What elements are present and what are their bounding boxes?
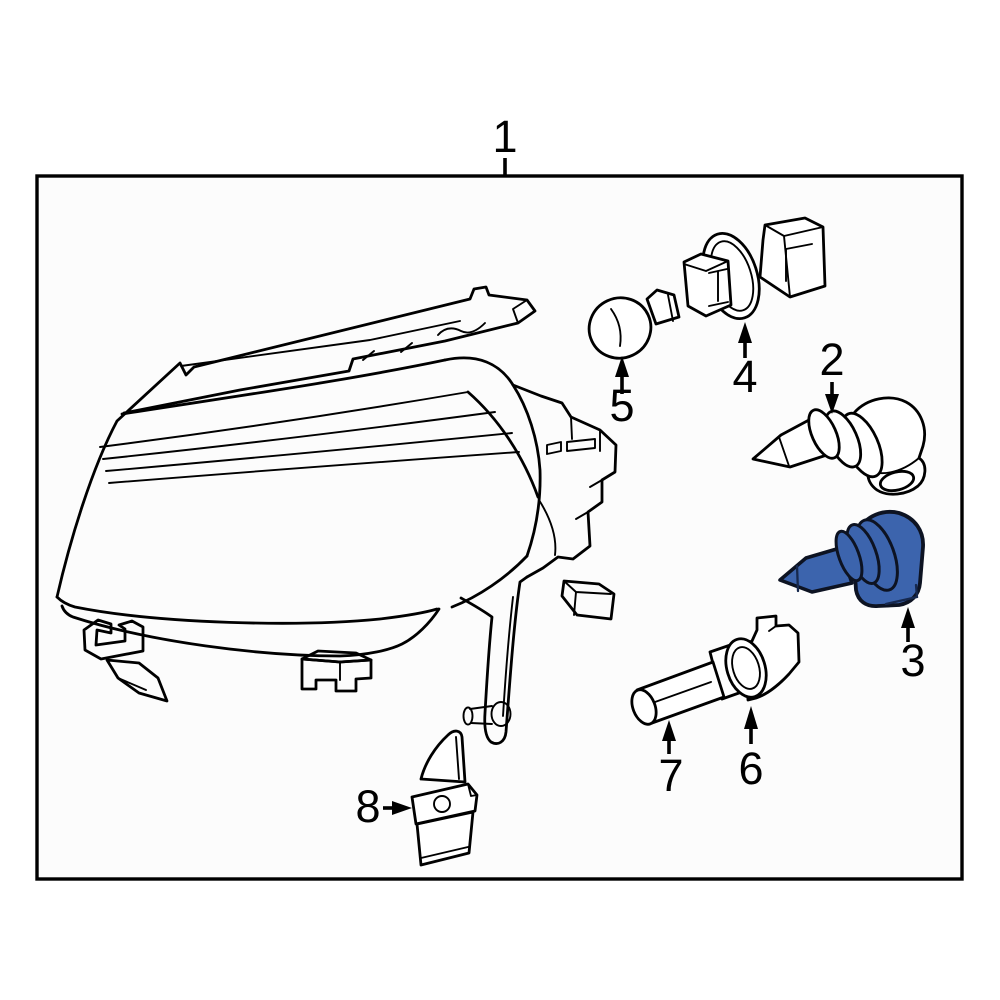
callout-3-label[interactable]: 3 xyxy=(900,635,925,686)
callout-6-arrowhead xyxy=(744,706,758,729)
bulb7-end-face xyxy=(630,688,658,726)
headlamp-trim-arc-2 xyxy=(102,411,496,460)
callout-7-arrowhead xyxy=(662,720,676,741)
headlamp-housing-vent-1 xyxy=(546,441,562,455)
headlamp-bezel-inner-corner xyxy=(466,390,540,499)
part-5-wedge-bulb[interactable] xyxy=(579,288,681,369)
headlamp-housing-inner-curve xyxy=(538,499,557,556)
headlamp-bezel-top-edge xyxy=(120,358,447,416)
callout-8[interactable]: 8 xyxy=(355,781,412,832)
headlamp-arm-hatch-lines xyxy=(362,342,413,361)
headlamp-tab-left-flap-fold xyxy=(117,677,147,691)
callout-2-arrowhead xyxy=(825,394,839,414)
headlamp-housing-step-lines xyxy=(570,416,603,520)
headlamp-bezel-right-corner xyxy=(443,356,542,558)
callout-4[interactable]: 4 xyxy=(732,322,758,402)
bulb2-tip-fold xyxy=(778,436,790,467)
headlamp-trim-arc-3 xyxy=(105,432,513,472)
bracket8-plate-fold xyxy=(420,846,469,859)
callout-2-label[interactable]: 2 xyxy=(819,334,844,385)
callout-7-label[interactable]: 7 xyxy=(658,750,683,801)
headlamp-lower-bracket-box-folds xyxy=(563,580,612,616)
callout-3[interactable]: 3 xyxy=(900,607,926,686)
headlamp-mount-leg-inner-line xyxy=(502,596,514,717)
wedge-bulb-base-fold xyxy=(667,294,674,322)
bulb3-base-notch xyxy=(884,583,919,606)
socket4-body-folds xyxy=(764,224,824,298)
bracket8-fin-fold xyxy=(455,736,460,780)
headlamp-trim-arc-4 xyxy=(108,451,520,484)
callout-8-arrowhead xyxy=(392,801,412,815)
wedge-bulb-glass-curve xyxy=(610,308,622,347)
callout-4-label[interactable]: 4 xyxy=(732,351,757,402)
socket4-front-box xyxy=(682,252,733,318)
socket4-front-box-mark xyxy=(708,268,729,307)
socket4-rear-body xyxy=(758,216,827,299)
headlamp-arm-fold-line xyxy=(180,320,461,367)
bulb2-collar-small xyxy=(807,408,841,460)
socket6-tab-fold xyxy=(768,625,777,632)
socket6-flange-outer xyxy=(724,637,768,699)
callout-2[interactable]: 2 xyxy=(819,334,845,414)
bracket8-hole xyxy=(433,795,451,813)
headlamp-housing-vent-2 xyxy=(566,438,596,452)
headlamp-arm-wavy-detail xyxy=(437,322,486,336)
headlamp-pin-boss xyxy=(490,701,512,727)
headlamp-pin-end xyxy=(462,706,474,726)
part-3-bulb-highlighted[interactable] xyxy=(778,510,925,608)
part-1-headlamp-assembly[interactable] xyxy=(55,285,618,745)
headlamp-tab-middle-body xyxy=(300,657,373,693)
bulb7-axis-line xyxy=(654,681,712,703)
socket6-flange-inner xyxy=(731,646,761,690)
headlamp-chin-edge xyxy=(60,604,441,658)
callout-5-arrowhead xyxy=(615,356,629,377)
callout-1[interactable]: 1 xyxy=(492,111,518,176)
headlamp-trim-arc-1 xyxy=(99,391,469,448)
callout-3-arrowhead xyxy=(901,607,915,628)
bracket8-fin xyxy=(419,729,467,784)
bulb3-collar-small xyxy=(834,529,864,583)
callout-6-label[interactable]: 6 xyxy=(738,743,763,794)
headlamp-arm-endcap-fold xyxy=(512,299,528,324)
diagram-frame xyxy=(35,174,964,881)
headlamp-arm-outline xyxy=(55,285,537,599)
socket4-front-box-fold xyxy=(683,260,729,272)
callout-6[interactable]: 6 xyxy=(738,706,764,794)
headlamp-right-lower-edge xyxy=(450,554,529,609)
bracket8-band xyxy=(410,782,479,826)
headlamp-pin-cylinder xyxy=(469,705,493,725)
callout-8-label[interactable]: 8 xyxy=(355,781,380,832)
headlamp-lens-bottom-edge xyxy=(55,595,439,625)
callout-1-label[interactable]: 1 xyxy=(492,111,517,162)
bulb2-base-foot xyxy=(878,469,916,493)
callout-4-arrowhead xyxy=(738,322,752,343)
bracket8-band-fold xyxy=(467,783,478,797)
headlamp-mount-leg xyxy=(459,575,529,745)
socket4-body-notch xyxy=(785,243,813,282)
headlamp-tab-left-clip xyxy=(82,618,145,661)
part-7-cylinder-bulb[interactable] xyxy=(627,660,726,728)
callout-7[interactable]: 7 xyxy=(658,720,684,801)
callout-5[interactable]: 5 xyxy=(609,356,635,431)
part-2-bulb[interactable] xyxy=(751,396,927,496)
part-8-bracket[interactable] xyxy=(410,729,479,867)
part-6-socket-flange[interactable] xyxy=(719,634,773,702)
bulb3-tip-fold xyxy=(795,564,800,593)
part-4-socket[interactable] xyxy=(682,216,827,326)
